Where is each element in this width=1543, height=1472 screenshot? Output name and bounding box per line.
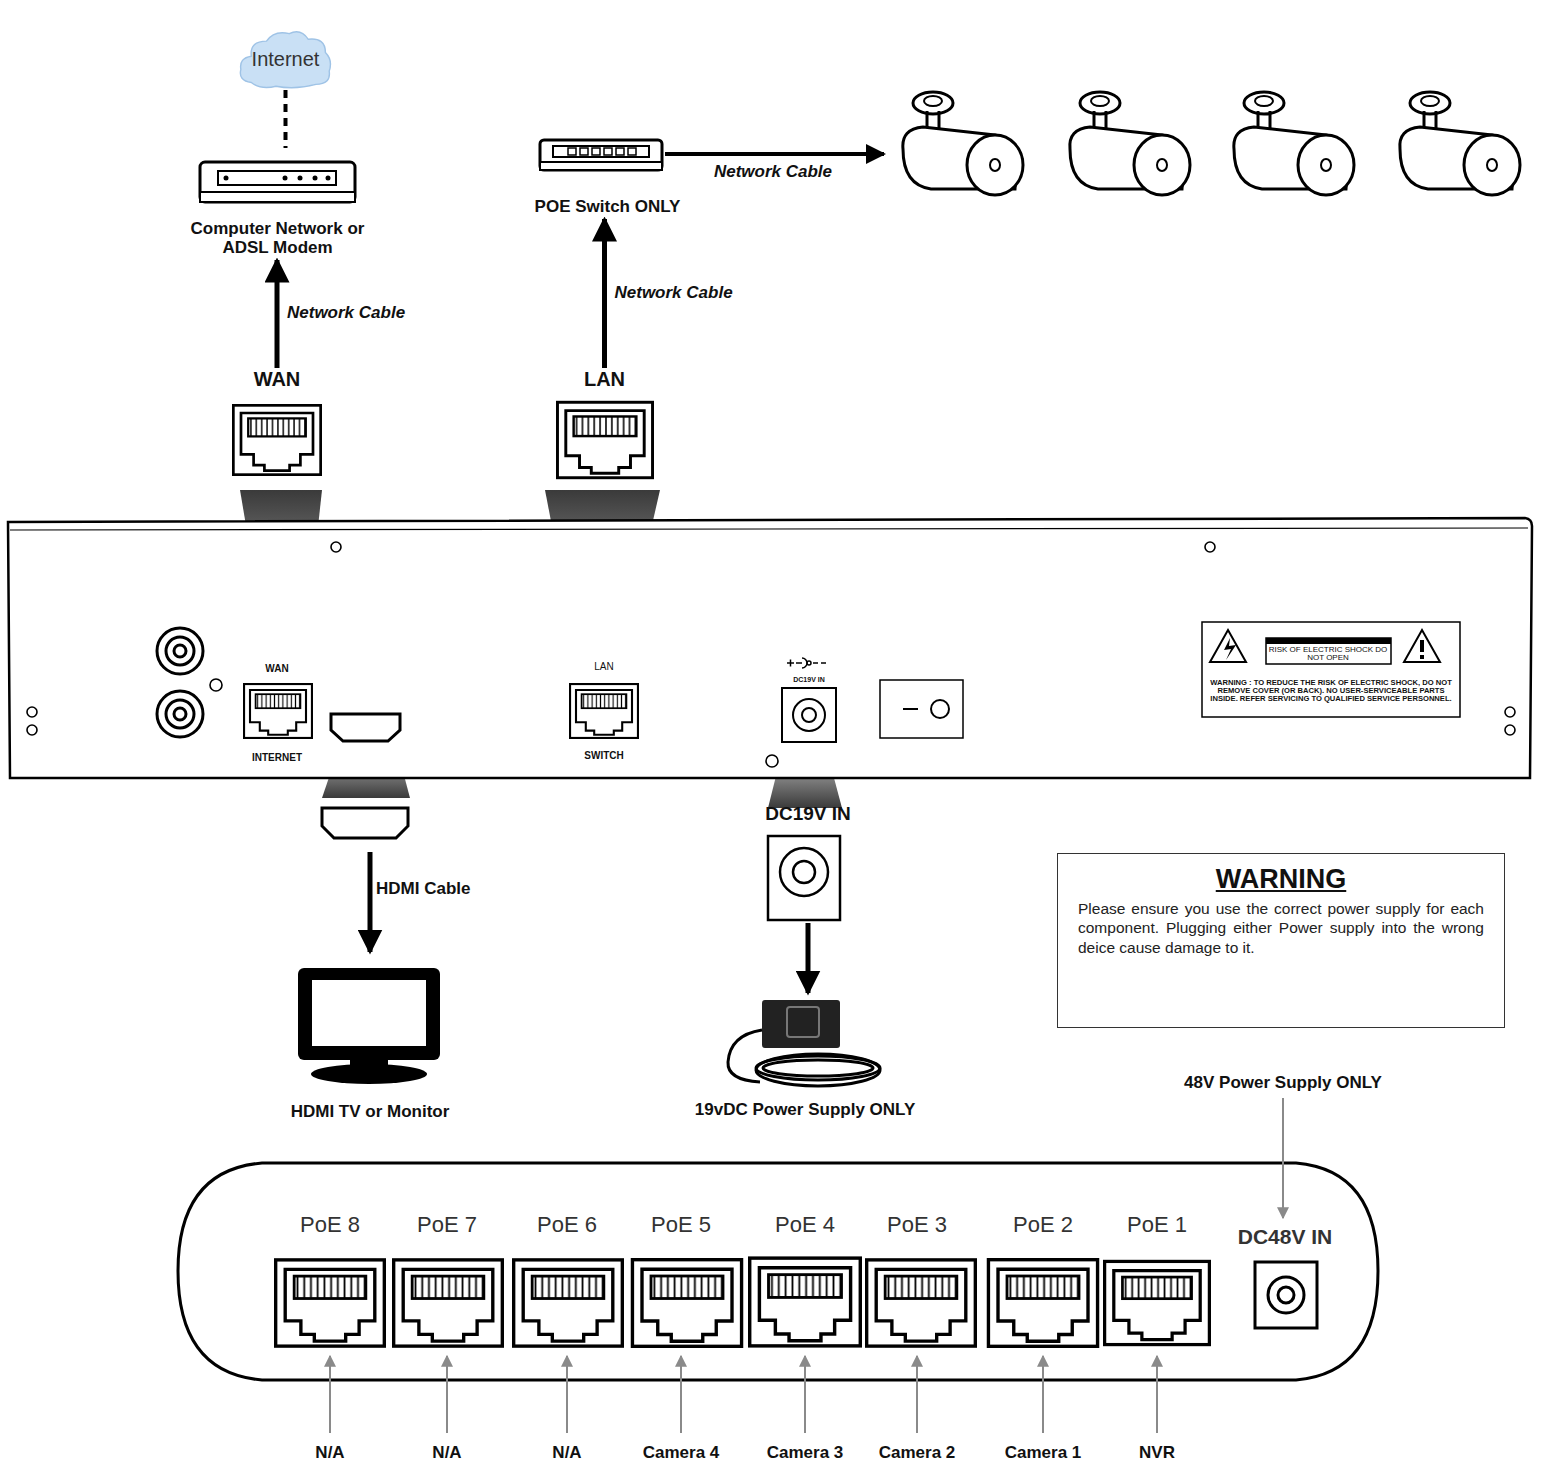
warning-heading: WARNING bbox=[1078, 864, 1484, 895]
port-assignment: Camera 4 bbox=[643, 1444, 720, 1463]
port-label: DC19V IN bbox=[793, 676, 825, 684]
warning-box: WARNING Please ensure you use the correct… bbox=[1057, 853, 1505, 1028]
port-label: SWITCH bbox=[584, 750, 623, 761]
port-assignment: Camera 3 bbox=[767, 1444, 844, 1463]
port-number: PoE 5 bbox=[651, 1213, 711, 1237]
cable-arrow bbox=[284, 90, 288, 148]
cable-label: HDMI Cable bbox=[376, 880, 470, 899]
cable-arrow bbox=[275, 260, 280, 368]
node-label: Internet bbox=[252, 48, 320, 71]
port-number: PoE 7 bbox=[417, 1213, 477, 1237]
node-label: Computer Network or ADSL Modem bbox=[176, 219, 379, 258]
node-label: POE Switch ONLY bbox=[535, 197, 681, 217]
port-number: PoE 8 bbox=[300, 1213, 360, 1237]
port-number: PoE 3 bbox=[887, 1213, 947, 1237]
cable-label: Network Cable bbox=[714, 163, 832, 182]
wan-port: WAN bbox=[228, 368, 326, 482]
modem-device: Computer Network or ADSL Modem bbox=[176, 150, 379, 258]
hdmi-monitor: HDMI TV or Monitor bbox=[255, 962, 485, 1122]
port-assignment: Camera 2 bbox=[879, 1444, 956, 1463]
lan-port: LAN bbox=[552, 368, 657, 482]
port-assignment: N/A bbox=[552, 1444, 581, 1463]
port-number: PoE 4 bbox=[775, 1213, 835, 1237]
port-number: PoE 1 bbox=[1127, 1213, 1187, 1237]
cable-label: Network Cable bbox=[613, 283, 735, 303]
poe-switch-device: POE Switch ONLY bbox=[510, 135, 705, 217]
node-label: DC19V IN bbox=[765, 803, 851, 825]
port-number: PoE 6 bbox=[537, 1213, 597, 1237]
node-label: LAN bbox=[584, 368, 625, 391]
port-number: PoE 2 bbox=[1013, 1213, 1073, 1237]
cable-arrow bbox=[602, 219, 607, 368]
power-supply: 19vDC Power Supply ONLY bbox=[660, 995, 950, 1120]
node-label: 19vDC Power Supply ONLY bbox=[695, 1100, 915, 1120]
power-note: 48V Power Supply ONLY bbox=[1184, 1074, 1382, 1093]
port-assignment: N/A bbox=[315, 1444, 344, 1463]
power-input-label: DC48V IN bbox=[1238, 1225, 1333, 1248]
port-assignment: NVR bbox=[1139, 1444, 1175, 1463]
port-label: LAN bbox=[594, 661, 613, 672]
node-label: WAN bbox=[254, 368, 301, 391]
sticker-text: WARNING : TO REDUCE THE RISK OF ELECTRIC… bbox=[1205, 679, 1457, 703]
port-assignment: Camera 1 bbox=[1005, 1444, 1082, 1463]
cable-arrow bbox=[806, 923, 811, 993]
cable-label: Network Cable bbox=[285, 303, 407, 323]
dc-jack: DC19V IN bbox=[750, 803, 866, 923]
port-label: INTERNET bbox=[252, 752, 302, 763]
cloud: Internet bbox=[238, 28, 333, 90]
port-assignment: N/A bbox=[432, 1444, 461, 1463]
warning-text: Please ensure you use the correct power … bbox=[1078, 899, 1484, 957]
node-label: HDMI TV or Monitor bbox=[291, 1102, 450, 1122]
sticker-header: RISK OF ELECTRIC SHOCK DO NOT OPEN bbox=[1268, 646, 1388, 663]
port-label: WAN bbox=[265, 663, 288, 674]
